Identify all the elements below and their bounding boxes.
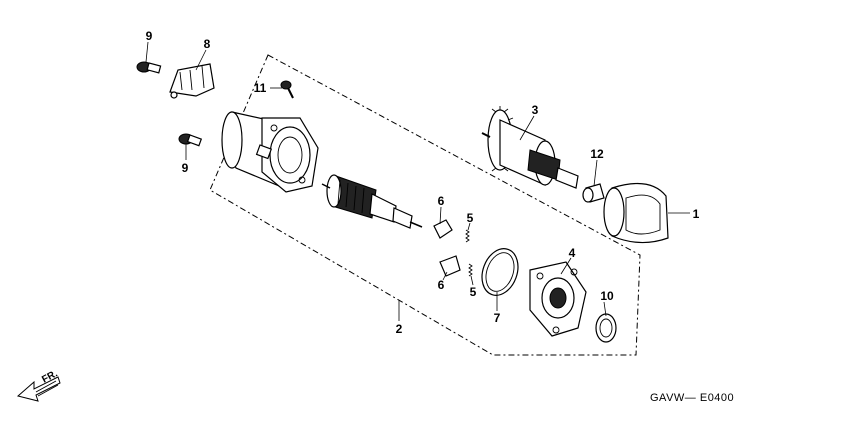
label-part-4: 4 <box>569 246 576 260</box>
label-part-10: 10 <box>600 289 614 303</box>
diagram-code: GAVW— E0400 <box>650 392 734 404</box>
forward-arrow-icon <box>16 376 61 402</box>
label-part-8: 8 <box>204 37 211 51</box>
front-cover <box>529 261 587 337</box>
label-part-6-upper: 6 <box>438 194 445 208</box>
brush-holder-upper <box>433 219 453 239</box>
label-part-6-lower: 6 <box>438 278 445 292</box>
motor-case <box>221 111 319 193</box>
label-part-3: 3 <box>532 103 539 117</box>
label-part-11: 11 <box>254 81 267 95</box>
spring-lower <box>468 263 473 277</box>
label-part-1: 1 <box>693 207 700 221</box>
label-part-7: 7 <box>494 311 501 325</box>
bolt-upper <box>136 61 162 74</box>
oil-seal <box>595 313 617 343</box>
label-part-5-lower: 5 <box>470 285 477 299</box>
spring-upper <box>465 229 470 243</box>
label-part-9-lower: 9 <box>182 161 189 175</box>
o-ring <box>481 248 519 296</box>
label-part-5-upper: 5 <box>467 211 474 225</box>
label-part-2: 2 <box>396 322 403 336</box>
label-part-12: 12 <box>590 147 604 161</box>
screw <box>280 80 294 99</box>
bolt-lower <box>178 133 203 147</box>
assembly-boundary <box>209 54 641 356</box>
bracket <box>169 63 215 99</box>
bushing <box>582 183 605 203</box>
armature <box>321 174 423 229</box>
brush-holder-lower <box>439 255 461 277</box>
label-part-9-upper: 9 <box>146 29 153 43</box>
starter-clutch <box>481 106 579 189</box>
clutch-cover <box>603 182 669 244</box>
